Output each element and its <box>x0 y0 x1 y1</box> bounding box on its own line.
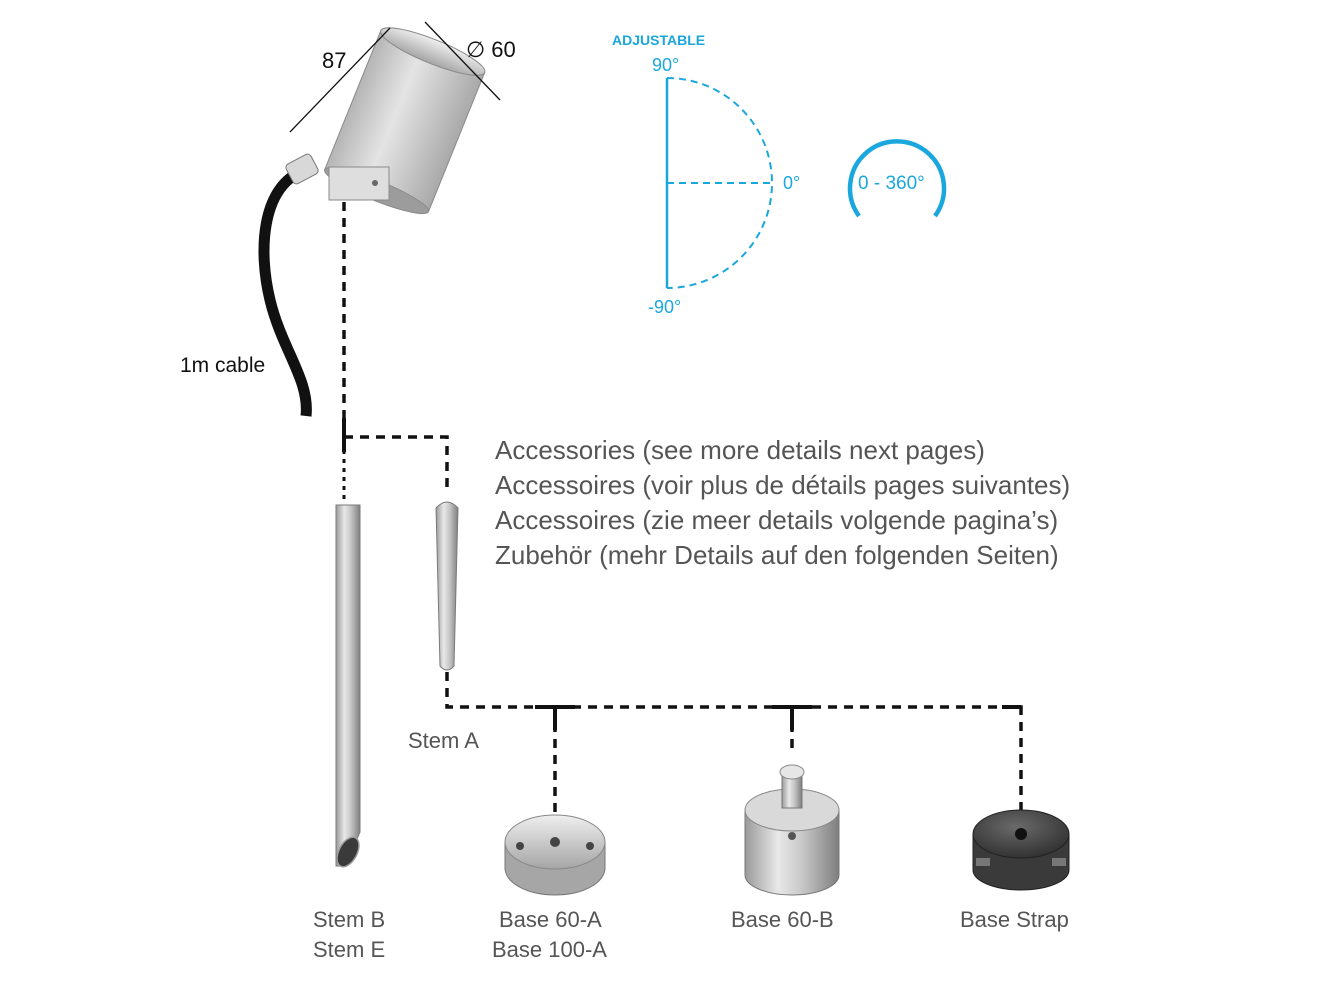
diameter-dimension-line <box>424 21 501 101</box>
stem-b-image <box>335 504 361 868</box>
base-60a-label: Base 60-A <box>499 907 602 932</box>
accessories-text: Accessories (see more details next pages… <box>495 435 1070 570</box>
angle-0-label: 0° <box>783 173 800 193</box>
base-60b-label: Base 60-B <box>731 907 834 932</box>
accessories-line-nl: Accessoires (zie meer details volgende p… <box>495 505 1058 535</box>
base-strap-label: Base Strap <box>960 907 1069 932</box>
tilt-arc <box>666 77 773 289</box>
length-dimension-line <box>289 27 391 133</box>
stem-e-label: Stem E <box>313 937 385 962</box>
accessories-line-de: Zubehör (mehr Details auf den folgenden … <box>495 540 1059 570</box>
adjustable-angle-diagram <box>665 77 947 289</box>
power-cable <box>258 167 312 417</box>
connector-ticks <box>342 418 1021 730</box>
spotlight-luminaire <box>258 21 501 417</box>
rotation-label: 0 - 360° <box>858 173 925 194</box>
cable-gland <box>285 153 319 185</box>
mounting-bracket <box>328 166 390 201</box>
angle-90-label: 90° <box>652 55 679 75</box>
rotation-arc <box>847 139 947 218</box>
accessories-line-fr: Accessoires (voir plus de détails pages … <box>495 470 1070 500</box>
angle-minus-90-label: -90° <box>648 297 681 317</box>
diameter-dimension-label: ∅ 60 <box>466 37 516 62</box>
bracket-screw <box>372 180 378 186</box>
stem-b-label: Stem B <box>313 907 385 932</box>
base-strap-image <box>972 809 1070 891</box>
base-100a-label: Base 100-A <box>492 937 607 962</box>
base-60b-image <box>744 764 840 896</box>
base-60a-image <box>504 814 606 896</box>
stem-a-image <box>435 501 459 671</box>
stem-a-label: Stem A <box>408 728 479 753</box>
adjustable-title: ADJUSTABLE <box>612 32 705 48</box>
cable-length-label: 1m cable <box>180 354 265 377</box>
accessories-line-en: Accessories (see more details next pages… <box>495 435 985 465</box>
length-dimension-label: 87 <box>322 48 346 73</box>
